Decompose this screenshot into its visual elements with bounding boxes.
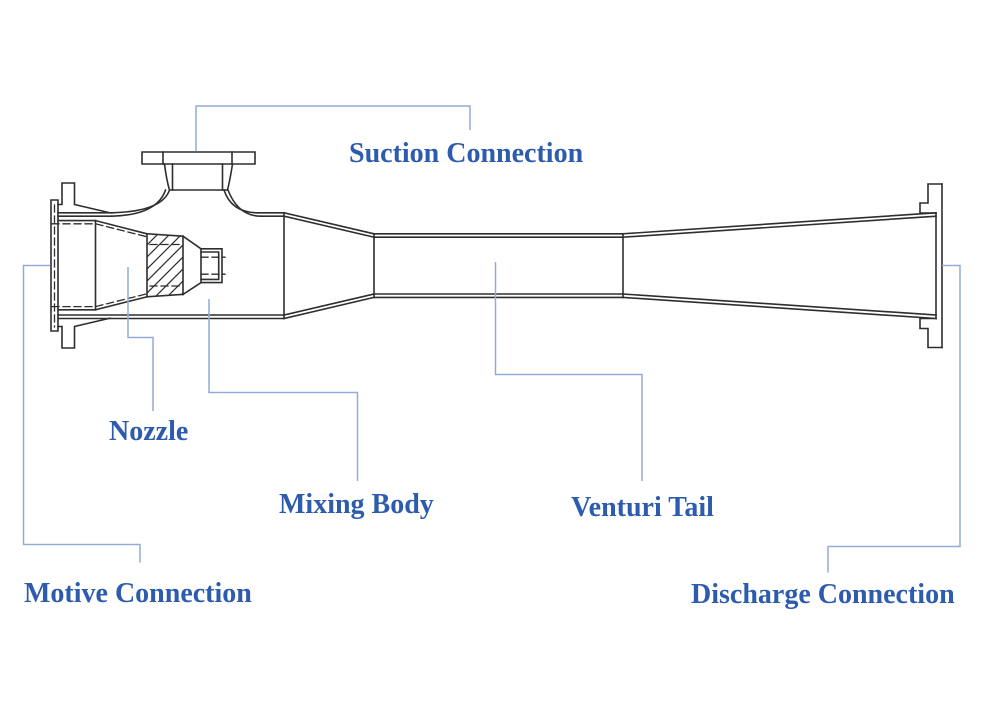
diffuser-tail xyxy=(622,211,937,320)
motive-leader-line xyxy=(22,264,141,563)
venturi-tail-label: Venturi Tail xyxy=(571,492,714,523)
venturi-tail-leader-line xyxy=(494,262,643,481)
mixing-chamber-walls xyxy=(57,188,285,320)
discharge-connection-label: Discharge Connection xyxy=(691,579,955,610)
mixing-body-label: Mixing Body xyxy=(279,489,434,520)
nozzle-label: Nozzle xyxy=(109,416,189,447)
converging-cone xyxy=(283,211,375,320)
discharge-flange xyxy=(919,183,943,349)
ejector-drawing xyxy=(50,151,943,349)
hidden-bore-lines xyxy=(51,204,226,328)
venturi-throat xyxy=(373,233,624,299)
leader-lines xyxy=(22,105,961,573)
suction-leader-line xyxy=(195,105,471,151)
nozzle-assembly xyxy=(57,219,223,311)
suction-connection-label: Suction Connection xyxy=(349,138,584,169)
suction-flange-neck xyxy=(141,151,256,191)
motive-connection-label: Motive Connection xyxy=(24,578,252,609)
nozzle-leader-line xyxy=(127,267,154,411)
motive-flange xyxy=(50,182,111,349)
discharge-leader-line xyxy=(827,264,961,573)
nozzle-section-hatching xyxy=(147,233,183,297)
mixing-body-leader-line xyxy=(208,299,359,481)
